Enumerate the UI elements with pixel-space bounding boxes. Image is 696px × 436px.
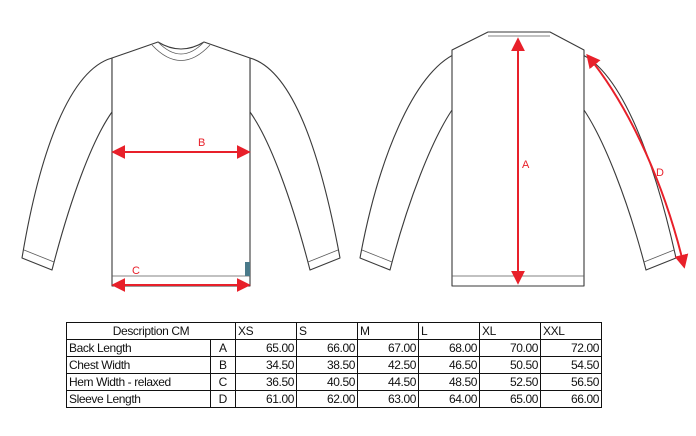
- row-description: Chest Width: [66, 356, 211, 374]
- table-row: Hem Width - relaxed C 36.50 40.50 44.50 …: [66, 373, 602, 391]
- size-header: XXL: [540, 322, 602, 340]
- row-code: A: [209, 339, 237, 357]
- front-hem-tag: [245, 262, 250, 276]
- row-value: 46.50: [418, 356, 480, 374]
- row-description: Hem Width - relaxed: [66, 373, 211, 391]
- row-value: 50.50: [479, 356, 541, 374]
- back-left-sleeve: [359, 51, 461, 271]
- row-value: 64.00: [418, 390, 480, 408]
- measure-label-b: B: [198, 137, 205, 149]
- row-code: B: [209, 356, 237, 374]
- size-header: L: [418, 322, 480, 340]
- row-value: 44.50: [357, 373, 419, 391]
- size-chart-table: Description CM XS S M L XL XXL Back Leng…: [66, 322, 602, 408]
- row-description: Sleeve Length: [66, 390, 211, 408]
- row-value: 70.00: [479, 339, 541, 357]
- row-value: 63.00: [357, 390, 419, 408]
- row-value: 66.00: [296, 339, 358, 357]
- measure-label-a: A: [522, 159, 530, 171]
- table-row: Sleeve Length D 61.00 62.00 63.00 64.00 …: [66, 390, 602, 408]
- row-value: 36.50: [235, 373, 297, 391]
- row-description: Back Length: [66, 339, 211, 357]
- row-value: 40.50: [296, 373, 358, 391]
- row-value: 54.50: [540, 356, 602, 374]
- front-right-sleeve: [249, 57, 341, 271]
- table-row: Chest Width B 34.50 38.50 42.50 46.50 50…: [66, 356, 602, 374]
- measure-label-c: C: [132, 265, 140, 277]
- row-value: 65.00: [235, 339, 297, 357]
- front-left-cuff-rib: [23, 249, 55, 263]
- row-value: 65.00: [479, 390, 541, 408]
- row-value: 62.00: [296, 390, 358, 408]
- size-header: M: [357, 322, 419, 340]
- row-value: 66.00: [540, 390, 602, 408]
- front-body: [111, 41, 251, 287]
- description-header: Description CM: [66, 322, 236, 340]
- row-value: 48.50: [418, 373, 480, 391]
- row-code: C: [209, 373, 237, 391]
- row-value: 34.50: [235, 356, 297, 374]
- table-row: Back Length A 65.00 66.00 67.00 68.00 70…: [66, 339, 602, 357]
- garment-diagram: B C A D: [21, 31, 689, 292]
- front-right-cuff-rib: [307, 249, 339, 263]
- row-value: 42.50: [357, 356, 419, 374]
- row-value: 68.00: [418, 339, 480, 357]
- row-value: 38.50: [296, 356, 358, 374]
- measure-label-d: D: [656, 167, 664, 179]
- row-code: D: [209, 390, 237, 408]
- back-view: A D: [359, 31, 689, 287]
- front-collar: [157, 41, 205, 55]
- row-value: 67.00: [357, 339, 419, 357]
- front-left-sleeve: [21, 57, 113, 271]
- row-value: 72.00: [540, 339, 602, 357]
- row-value: 56.50: [540, 373, 602, 391]
- row-value: 61.00: [235, 390, 297, 408]
- size-header: XL: [479, 322, 541, 340]
- back-right-sleeve: [575, 51, 677, 271]
- measure-line-d: [586, 53, 689, 269]
- table-header-row: Description CM XS S M L XL XXL: [66, 322, 602, 340]
- back-left-cuff-rib: [361, 249, 393, 263]
- size-header: S: [296, 322, 358, 340]
- front-collar-rib: [151, 44, 211, 61]
- row-value: 52.50: [479, 373, 541, 391]
- front-view: B C: [21, 41, 341, 292]
- size-header: XS: [235, 322, 297, 340]
